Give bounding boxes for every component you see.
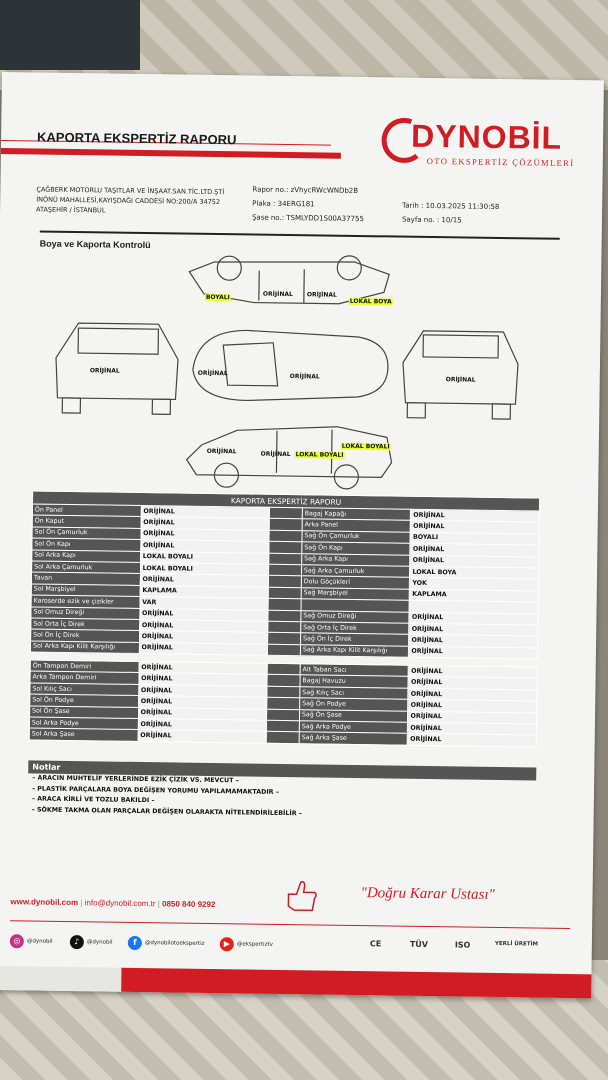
- paper-edge: [0, 965, 140, 993]
- plate-number: Plaka : 34ERG181: [252, 199, 315, 209]
- table-gap: [267, 643, 301, 656]
- logo-wordmark: DYNOBİL: [410, 117, 563, 156]
- youtube-link[interactable]: ▶ @ekspertiztv: [219, 937, 273, 952]
- table-gap: [268, 598, 302, 611]
- header-divider: [39, 230, 560, 240]
- page-number: Sayfa no. : 10/15: [401, 215, 462, 225]
- background-dark-corner: [0, 0, 140, 70]
- table-gap: [268, 564, 302, 577]
- company-address: ÇAĞBERK MOTORLU TAŞITLAR VE İNŞAAT.SAN.T…: [36, 184, 224, 217]
- table-gap: [267, 621, 301, 634]
- facebook-icon: f: [127, 935, 142, 951]
- chassis-number: Şase no.: TSMLYDD1S00A37755: [251, 213, 365, 224]
- instagram-icon: ◎: [9, 934, 24, 949]
- report-title: KAPORTA EKSPERTİZ RAPORU: [36, 129, 237, 148]
- table-gap: [268, 541, 302, 554]
- tiktok-link[interactable]: ♪ @dynobil: [69, 935, 113, 950]
- footer-divider: [10, 920, 571, 930]
- logo-swoosh-icon: [381, 117, 419, 163]
- part-name-cell: Sol Arka Şase: [29, 728, 138, 742]
- label-front: ORİJİNAL: [89, 367, 120, 375]
- table-gap: [266, 708, 300, 721]
- part-status-cell: ORİJİNAL: [137, 729, 267, 744]
- table-gap: [269, 518, 303, 531]
- label-bottom-side-3: LOKAL BOYALI: [294, 451, 345, 459]
- label-top-1: ORİJİNAL: [197, 369, 228, 378]
- phone-number[interactable]: 0850 840 9292: [161, 899, 216, 910]
- label-top-side-4: LOKAL BOYA: [348, 297, 393, 306]
- table-gap: [268, 587, 302, 599]
- table-gap: [269, 530, 303, 542]
- facebook-link[interactable]: f @dynobilotoekspertiz: [127, 935, 205, 951]
- social-bar: ◎ @dynobil ♪ @dynobil f @dynobilotoekspe…: [9, 932, 570, 962]
- domestic-production-badge: YERLİ ÜRETİM: [494, 940, 539, 948]
- website-link[interactable]: www.dynobil.com: [10, 897, 79, 908]
- notes-section: Notlar – ARACIN MUHTELİF YERLERİNDE EZİK…: [28, 760, 537, 822]
- table-gap: [268, 575, 302, 588]
- report-number: Rapor no.: zVhycRWcWNDb2B: [252, 185, 359, 195]
- label-top-side-2: ORİJİNAL: [262, 290, 293, 299]
- report-date: Tarih : 10.03.2025 11:30:58: [402, 201, 500, 211]
- dynobil-logo: DYNOBİL OTO EKSPERTİZ ÇÖZÜMLERİ: [381, 115, 592, 178]
- table-gap: [268, 552, 302, 565]
- table-gap: [266, 697, 300, 710]
- tiktok-icon: ♪: [69, 935, 84, 950]
- label-top-side-3: ORİJİNAL: [306, 291, 337, 299]
- part-status-cell: ORİJİNAL: [407, 733, 537, 747]
- report-sheet: KAPORTA EKSPERTİZ RAPORU DYNOBİL OTO EKS…: [0, 72, 604, 999]
- table-gap: [266, 731, 300, 744]
- car-diagram: BOYALI ORİJİNAL ORİJİNAL LOKAL BOYA ORİJ…: [36, 248, 559, 495]
- table-gap: [267, 663, 301, 676]
- ce-badge: CE: [369, 939, 382, 949]
- table-gap: [267, 674, 300, 687]
- label-rear: ORİJİNAL: [445, 376, 476, 384]
- label-top-2: ORİJİNAL: [289, 373, 320, 381]
- car-outline-drawing: [55, 255, 519, 490]
- label-bottom-side-2: ORİJİNAL: [260, 450, 291, 459]
- logo-subtitle: OTO EKSPERTİZ ÇÖZÜMLERİ: [426, 155, 575, 169]
- contact-line: www.dynobil.com | info@dynobil.com.tr | …: [10, 897, 216, 910]
- label-bottom-side-1: ORİJİNAL: [206, 447, 237, 456]
- email-link[interactable]: info@dynobil.com.tr: [84, 898, 156, 909]
- tuv-badge: TÜV: [409, 939, 429, 950]
- thumbs-up-icon: [287, 881, 317, 912]
- table-gap: [267, 632, 301, 645]
- instagram-link[interactable]: ◎ @dynobil: [9, 934, 53, 949]
- label-bottom-side-4: LOKAL BOYALI: [340, 442, 391, 451]
- table-gap: [266, 720, 300, 733]
- label-top-side-1: BOYALI: [204, 293, 231, 302]
- part-name-cell: Sağ Arka Şase: [299, 732, 408, 746]
- table-gap: [269, 507, 303, 520]
- youtube-icon: ▶: [219, 937, 234, 952]
- iso-badge: ISO: [454, 940, 471, 950]
- table-gap: [266, 686, 300, 698]
- table-gap: [267, 609, 301, 622]
- slogan: "Doğru Karar Ustası": [360, 885, 495, 903]
- title-rule-thick: [0, 147, 341, 159]
